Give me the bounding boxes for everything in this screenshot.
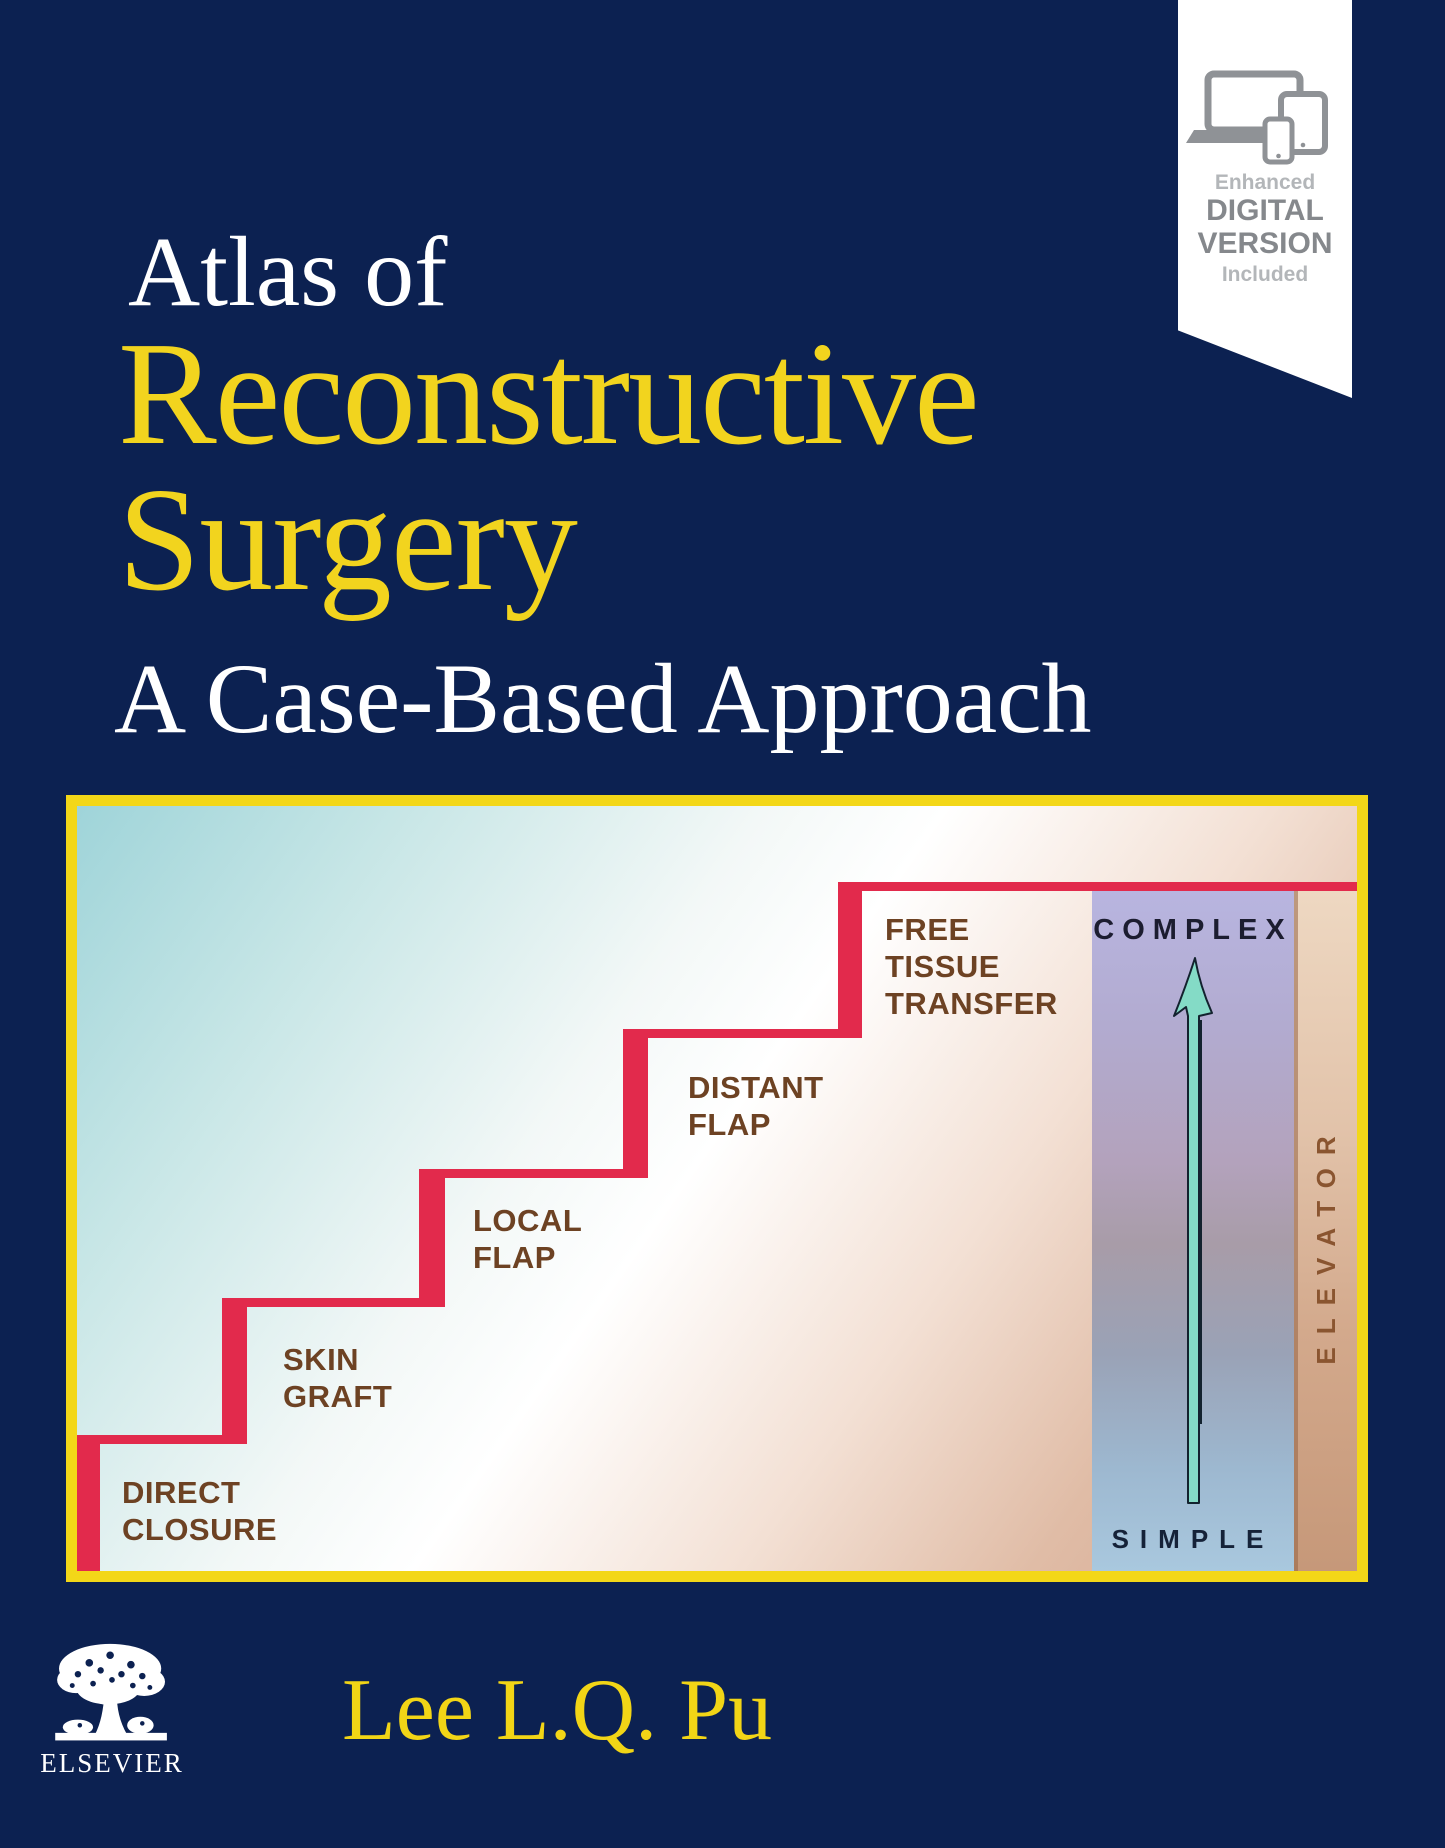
step-tread [838, 882, 1357, 891]
badge-line-included: Included [1221, 263, 1309, 286]
digital-version-badge: Enhanced DIGITAL VERSION Included [1178, 0, 1352, 398]
step-label-skin-graft: SKIN GRAFT [283, 1342, 393, 1414]
subtitle: A Case-Based Approach [114, 643, 1092, 754]
title-line-reconstructive: Reconstructive [118, 312, 980, 476]
step-label-distant-flap: DISTANT FLAP [688, 1070, 824, 1142]
step-riser [222, 1298, 247, 1444]
step-riser [77, 1435, 100, 1571]
step-label-local-flap: LOCAL FLAP [473, 1203, 583, 1275]
step-riser [419, 1169, 445, 1307]
scale-label-simple: SIMPLE [1111, 1524, 1275, 1554]
badge-line-enhanced: Enhanced [1214, 171, 1316, 194]
step-tread [222, 1298, 445, 1307]
badge-line-version: VERSION [1197, 227, 1333, 260]
elsevier-tree-icon [55, 1643, 167, 1741]
title-line-surgery: Surgery [118, 458, 578, 622]
step-tread [623, 1029, 862, 1038]
step-tread [419, 1169, 648, 1178]
step-tread [77, 1435, 247, 1444]
step-label-free-tissue-transfer: FREE TISSUE TRANSFER [885, 912, 1058, 1021]
title-line-atlas-of: Atlas of [128, 216, 448, 327]
reconstructive-ladder-diagram: DIRECT CLOSURE SKIN GRAFT LOCAL FLAP DIS… [66, 795, 1368, 1582]
badge-line-digital: DIGITAL [1206, 194, 1324, 227]
step-label-direct-closure: DIRECT CLOSURE [122, 1475, 278, 1547]
scale-label-complex: COMPLEX [1093, 914, 1293, 946]
author-name: Lee L.Q. Pu [342, 1662, 773, 1759]
devices-icon [1186, 70, 1328, 165]
elevator-label: ELEVATOR [1311, 1123, 1341, 1365]
up-arrow-icon [1173, 957, 1213, 1504]
step-riser [838, 882, 862, 1038]
badge-text: Enhanced DIGITAL VERSION Included [1178, 172, 1352, 285]
publisher-name: ELSEVIER [40, 1748, 184, 1778]
elevator-column [1294, 890, 1357, 1571]
step-riser [623, 1029, 648, 1178]
